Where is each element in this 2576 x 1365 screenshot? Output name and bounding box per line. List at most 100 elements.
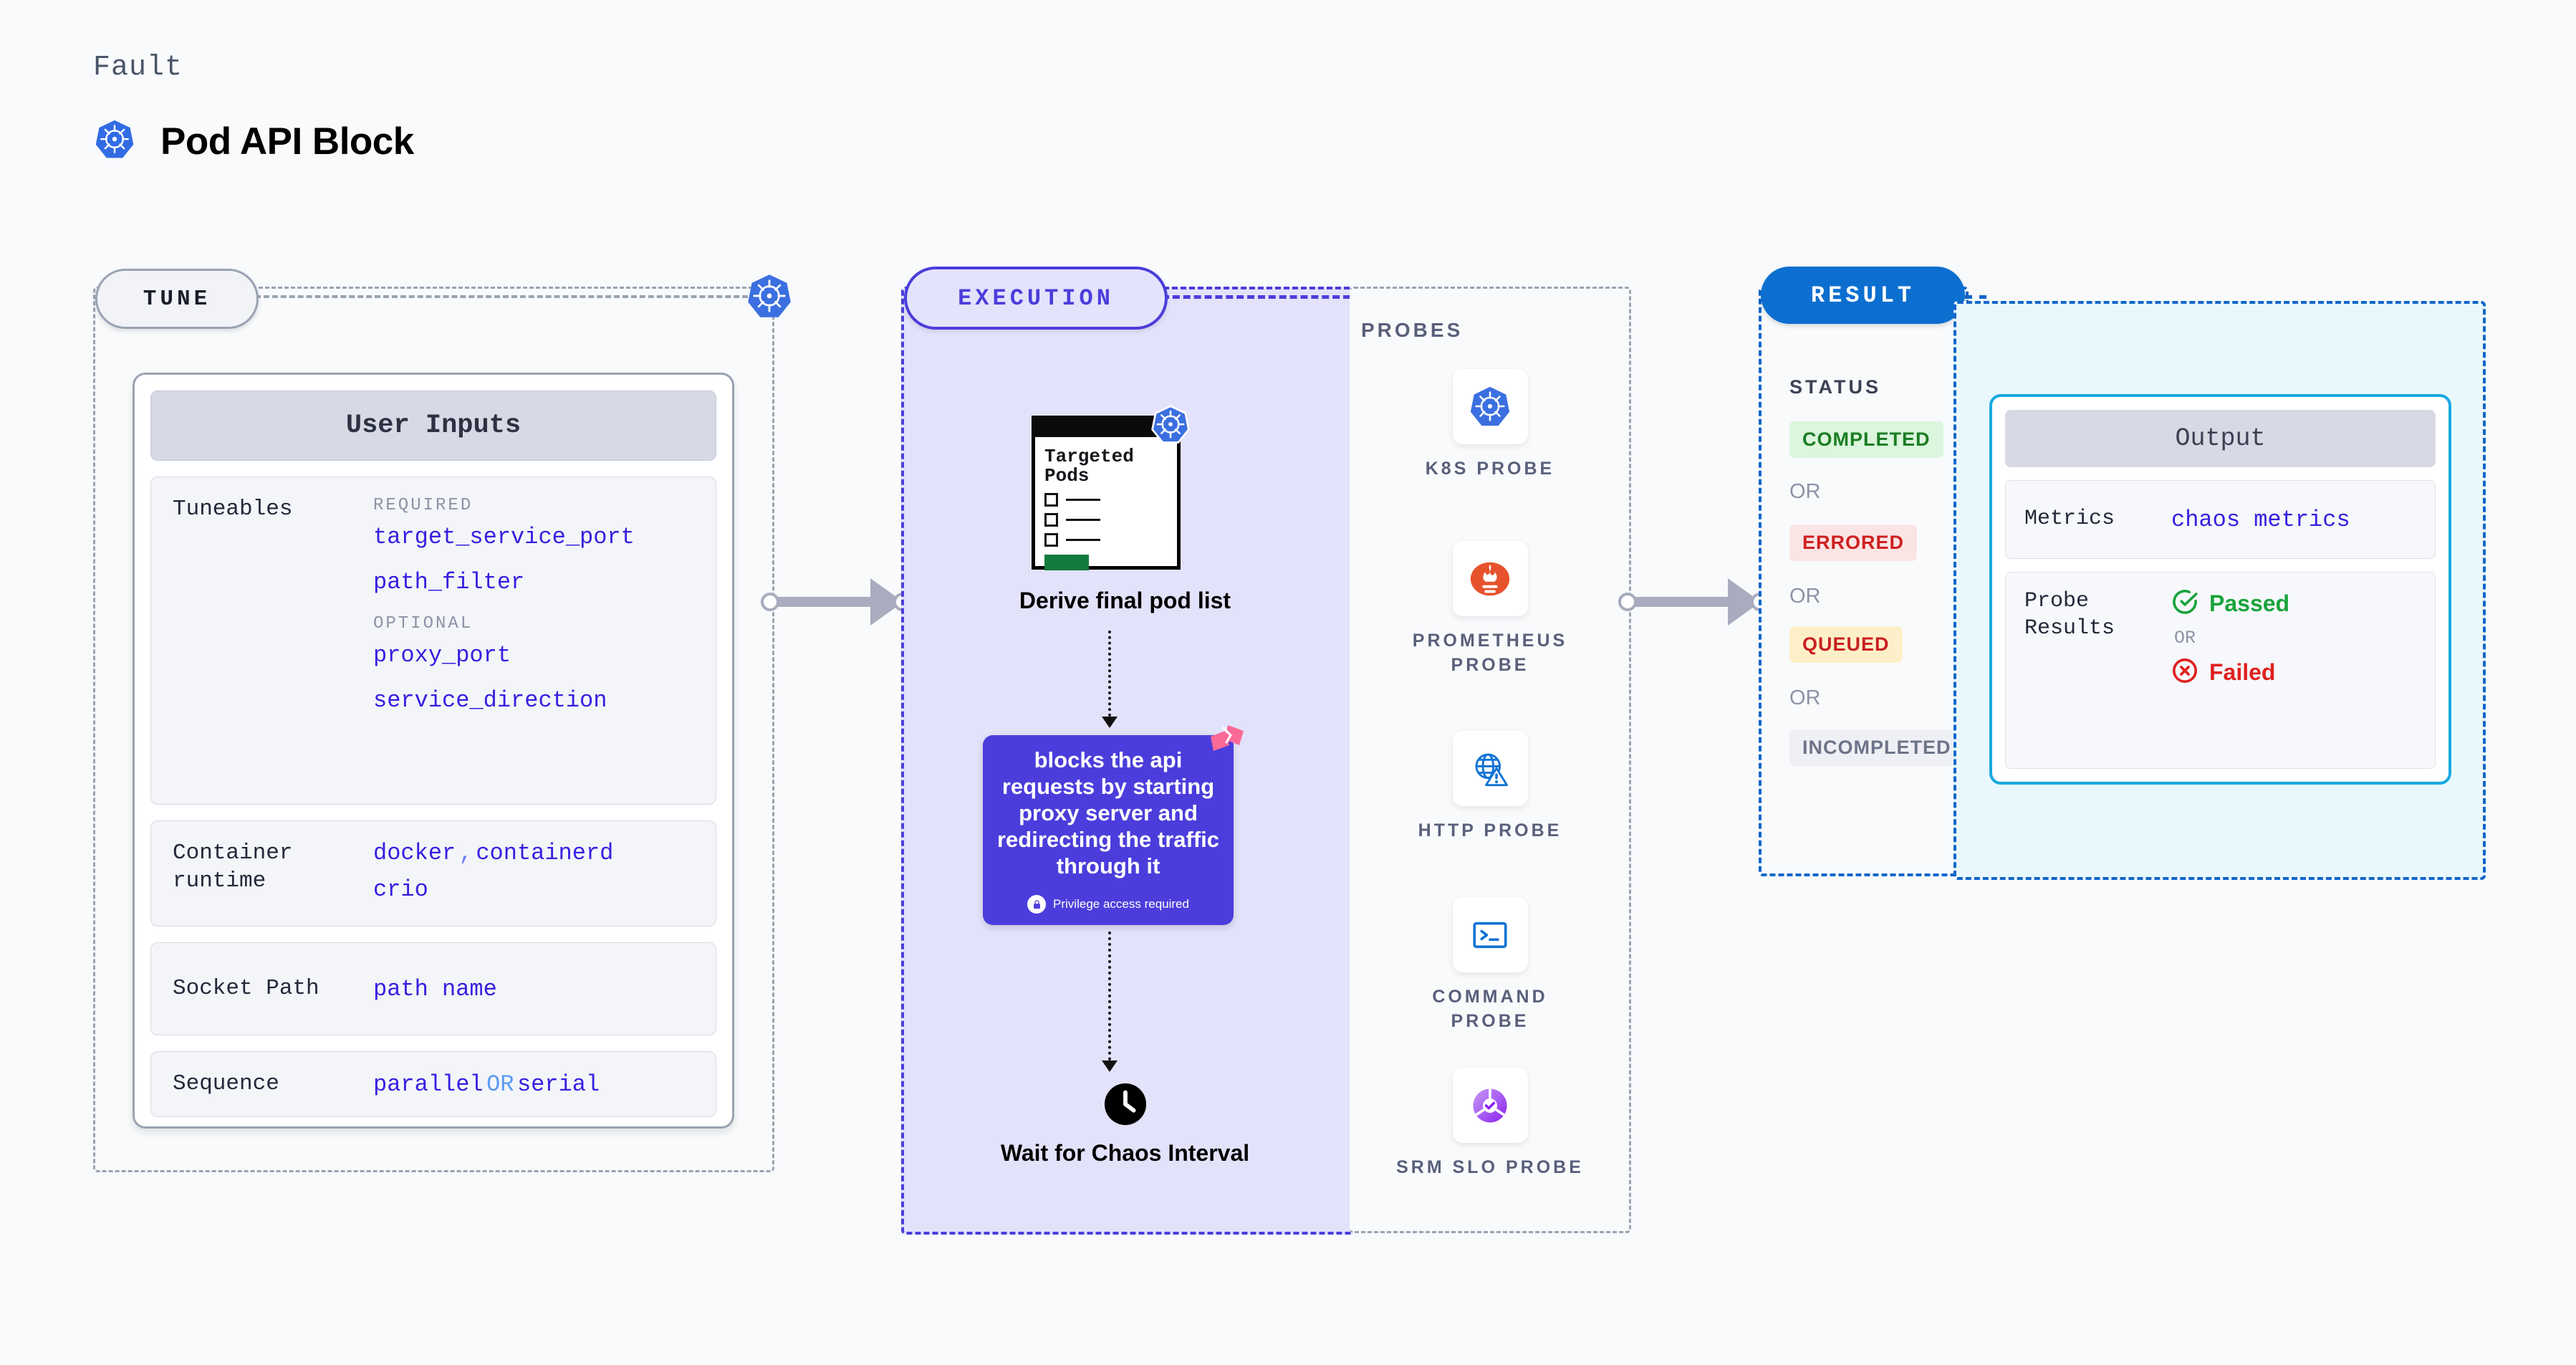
privilege-note-text: Privilege access required xyxy=(1053,897,1189,911)
status-badge-completed: COMPLETED xyxy=(1789,421,1943,458)
tunable-proxy-port[interactable]: proxy_port xyxy=(373,642,511,669)
probe-http[interactable]: HTTP PROBE xyxy=(1390,731,1590,843)
sequence-values: parallel OR serial xyxy=(373,1071,694,1098)
sequence-parallel: parallel xyxy=(373,1071,484,1098)
tuneables-values: REQUIRED target_service_port path_filter… xyxy=(373,496,694,785)
probe-prometheus[interactable]: PROMETHEUS PROBE xyxy=(1390,541,1590,678)
x-circle-icon xyxy=(2171,657,2198,688)
container-runtime-row: Container runtime docker , containerd cr… xyxy=(150,820,716,926)
status-badge-queued: QUEUED xyxy=(1789,626,1903,663)
chaos-action-text: blocks the api requests by starting prox… xyxy=(996,747,1220,879)
flow-arrow-line xyxy=(1108,631,1111,717)
tuneables-label: Tuneables xyxy=(173,497,293,522)
sequence-row: Sequence parallel OR serial xyxy=(150,1051,716,1117)
sequence-label: Sequence xyxy=(173,1071,279,1096)
metrics-value-wrap: chaos metrics xyxy=(2171,507,2416,533)
probe-result-failed: Failed xyxy=(2171,657,2416,688)
sequence-or: OR xyxy=(486,1071,514,1098)
clock-icon xyxy=(1103,1082,1148,1126)
lock-icon xyxy=(1027,895,1047,914)
container-runtime-values: docker , containerd crio xyxy=(373,840,694,907)
user-inputs-title: User Inputs xyxy=(150,391,716,461)
socket-path-row: Socket Path path name xyxy=(150,942,716,1035)
passed-label: Passed xyxy=(2209,590,2290,616)
probe-label: SRM SLO PROBE xyxy=(1396,1157,1584,1177)
pod-list-item xyxy=(1044,492,1172,507)
chaos-action-card: blocks the api requests by starting prox… xyxy=(983,725,1244,925)
derive-pod-list-label: Derive final pod list xyxy=(1019,588,1231,613)
probe-result-passed: Passed xyxy=(2171,588,2416,619)
probe-label: COMMAND PROBE xyxy=(1432,987,1548,1031)
flow-arrow-head xyxy=(1102,1060,1118,1072)
checkbox-icon xyxy=(1044,512,1058,527)
probe-result-or: OR xyxy=(2174,628,2196,648)
probe-results-values: Passed OR Failed xyxy=(2171,588,2416,752)
tunable-path-filter[interactable]: path_filter xyxy=(373,569,525,595)
status-or-2: OR xyxy=(1789,585,1821,608)
probe-results-row: Probe Results Passed OR Failed xyxy=(2005,572,2436,769)
targeted-pods-title: Targeted Pods xyxy=(1044,446,1134,487)
flow-arrow-line xyxy=(1108,931,1111,1060)
status-badge-incompleted: INCOMPLETED xyxy=(1789,729,1964,766)
container-runtime-label: Container runtime xyxy=(173,840,293,894)
terminal-icon xyxy=(1452,897,1528,972)
kubernetes-icon xyxy=(93,118,136,165)
privilege-note: Privilege access required xyxy=(1027,895,1189,914)
probe-k8s[interactable]: K8S PROBE xyxy=(1390,369,1590,482)
result-section-label: RESULT xyxy=(1761,267,1965,324)
kubernetes-icon xyxy=(1452,369,1528,444)
status-badge-errored: ERRORED xyxy=(1789,525,1918,561)
probe-label: K8S PROBE xyxy=(1425,459,1555,479)
runtime-docker: docker xyxy=(373,840,456,866)
socket-path-value: path name xyxy=(373,975,497,1002)
sequence-serial: serial xyxy=(516,1071,600,1098)
status-or-1: OR xyxy=(1789,480,1821,503)
tunable-target-service-port[interactable]: target_service_port xyxy=(373,524,635,550)
tunable-service-direction[interactable]: service_direction xyxy=(373,687,607,714)
user-inputs-card: User Inputs Tuneables REQUIRED target_se… xyxy=(133,373,734,1129)
socket-path-label: Socket Path xyxy=(173,975,319,1001)
execution-section-label: EXECUTION xyxy=(904,267,1168,330)
checkbox-icon xyxy=(1044,532,1058,547)
result-section-panel xyxy=(1759,287,1969,876)
metrics-value: chaos metrics xyxy=(2171,506,2350,533)
kubernetes-icon xyxy=(745,272,794,321)
targeted-pods-card: Targeted Pods xyxy=(1032,405,1190,570)
metrics-row: Metrics chaos metrics xyxy=(2005,480,2436,559)
flow-arrow-head xyxy=(1102,717,1118,728)
optional-tag: OPTIONAL xyxy=(373,614,474,633)
kubernetes-icon xyxy=(1150,404,1191,446)
failed-label: Failed xyxy=(2209,659,2276,685)
page-title-row: Pod API Block xyxy=(93,118,414,165)
tuneables-row: Tuneables REQUIRED target_service_port p… xyxy=(150,476,716,805)
metrics-label: Metrics xyxy=(2024,507,2115,532)
probe-command[interactable]: COMMAND PROBE xyxy=(1390,897,1590,1034)
output-card: Output Metrics chaos metrics Probe Resul… xyxy=(1989,394,2451,785)
pod-status-bar xyxy=(1044,554,1089,570)
required-tag: REQUIRED xyxy=(373,496,474,515)
wait-for-chaos-label: Wait for Chaos Interval xyxy=(1000,1140,1250,1166)
page-eyebrow: Fault xyxy=(93,52,183,84)
page-title: Pod API Block xyxy=(160,120,414,163)
probe-label: PROMETHEUS PROBE xyxy=(1412,631,1568,675)
tune-section-panel xyxy=(93,287,774,1172)
srm-slo-icon xyxy=(1452,1068,1528,1143)
checkbox-icon xyxy=(1044,492,1058,507)
pod-list-item xyxy=(1044,532,1172,547)
check-circle-icon xyxy=(2171,588,2198,619)
runtime-containerd: containerd xyxy=(476,840,614,866)
tune-section-label: TUNE xyxy=(95,269,259,329)
pod-list-item xyxy=(1044,512,1172,527)
probe-label: HTTP PROBE xyxy=(1418,820,1562,840)
probe-results-label: Probe Results xyxy=(2024,589,2115,641)
status-or-3: OR xyxy=(1789,686,1821,709)
probes-title: PROBES xyxy=(1361,319,1464,341)
runtime-separator: , xyxy=(458,840,473,866)
http-globe-warning-icon xyxy=(1452,731,1528,806)
prometheus-icon xyxy=(1452,541,1528,616)
probe-srm-slo[interactable]: SRM SLO PROBE xyxy=(1390,1068,1590,1180)
tune-connector-line xyxy=(255,295,756,298)
harness-logo-icon xyxy=(1206,724,1245,762)
runtime-crio: crio xyxy=(373,876,428,903)
output-title: Output xyxy=(2005,410,2436,467)
